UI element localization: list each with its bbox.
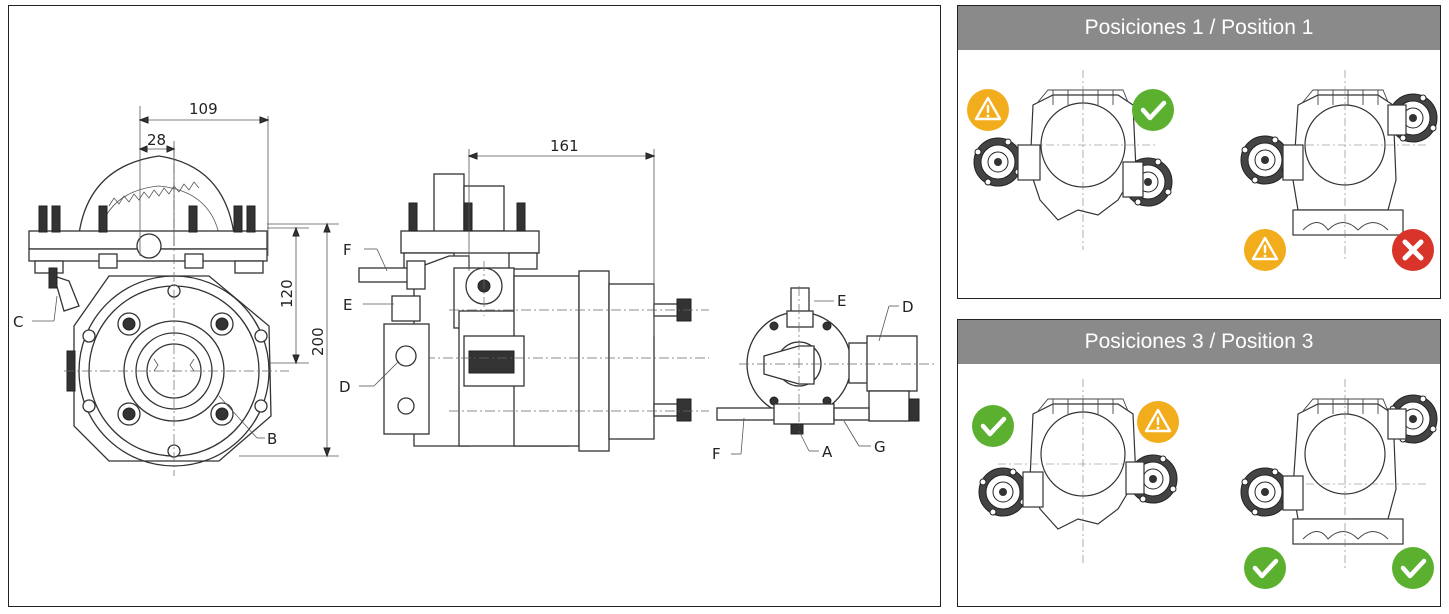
panel-title: Posiciones 1 / Position 1 — [958, 6, 1440, 50]
dimension-28: 28 — [147, 131, 166, 149]
label-F-side: F — [343, 241, 352, 259]
dimension-200: 200 — [309, 327, 327, 356]
dimension-161: 161 — [550, 137, 579, 155]
dimension-120: 120 — [278, 279, 296, 308]
technical-drawing: .ln { stroke:#333; stroke-width:1.3; fil… — [8, 5, 941, 607]
label-G: G — [874, 438, 886, 456]
warning-icon — [1242, 227, 1288, 273]
label-D-rear: D — [902, 298, 914, 316]
label-D-side: D — [339, 378, 351, 396]
rear-view: E D F A G — [712, 286, 934, 463]
check-icon — [1132, 89, 1174, 131]
label-C: C — [13, 313, 23, 331]
check-icon — [972, 405, 1014, 447]
check-icon — [1392, 547, 1434, 589]
warning-icon — [1135, 399, 1181, 445]
label-B: B — [267, 430, 277, 448]
positions-1-panel: Posiciones 1 / Position 1 .hs { stroke:#… — [957, 5, 1441, 299]
positions-1-illustration: .hs { stroke:#333; stroke-width:1.2; fil… — [965, 70, 1438, 298]
positions-3-panel: Posiciones 3 / Position 3 — [957, 319, 1441, 607]
gearbox-left — [998, 379, 1158, 564]
positions-3-illustration — [958, 379, 1438, 606]
panel-title: Posiciones 3 / Position 3 — [958, 320, 1440, 364]
pump-drawing-svg: .ln { stroke:#333; stroke-width:1.3; fil… — [13, 100, 934, 476]
check-icon — [1244, 547, 1286, 589]
label-A: A — [822, 443, 833, 461]
label-E-rear: E — [837, 292, 846, 310]
front-view: 109 28 120 200 C B — [13, 100, 339, 476]
label-F-rear: F — [712, 445, 721, 463]
label-E-side: E — [343, 296, 352, 314]
dimension-109: 109 — [189, 100, 218, 118]
gearbox-right — [1258, 379, 1428, 569]
side-view: 161 F E D — [339, 137, 709, 452]
cross-icon — [1392, 229, 1434, 271]
gearbox-left — [998, 70, 1158, 250]
warning-icon — [965, 87, 1011, 133]
